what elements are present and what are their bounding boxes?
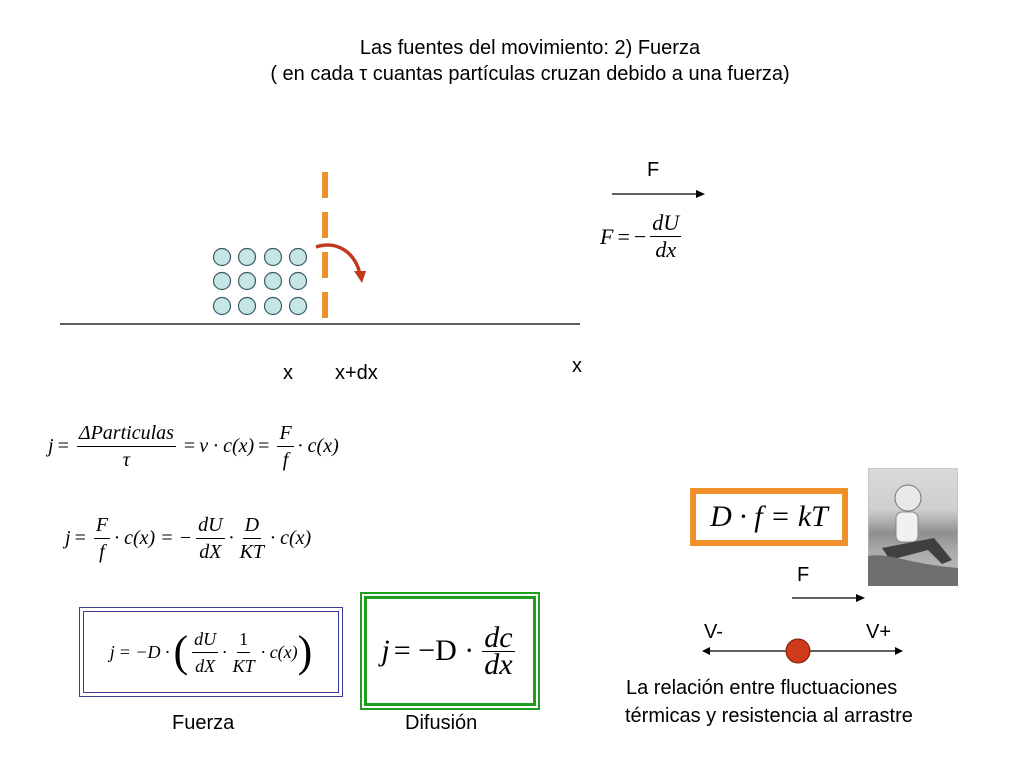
velocity-arrow-left — [702, 647, 710, 655]
particle — [237, 247, 257, 267]
slide-title-line1: Las fuentes del movimiento: 2) Fuerza — [359, 37, 701, 59]
relation-caption-line1: La relación entre fluctuaciones — [626, 677, 898, 699]
force-arrow-right — [792, 594, 865, 602]
crossing-arrow-head — [354, 271, 366, 283]
label-x-axis: x — [572, 355, 582, 377]
particle — [263, 296, 283, 316]
particle-barrier-diagram — [60, 172, 580, 332]
particle-grid — [212, 247, 308, 316]
einstein-relation: D · f = kT — [710, 500, 828, 533]
crossing-arrow — [315, 243, 362, 275]
einstein-relation-box: D · f = kT — [690, 488, 848, 546]
force-label-right: F — [797, 564, 810, 586]
label-v-minus: V- — [704, 621, 723, 643]
particle — [237, 296, 257, 316]
velocity-diagram — [702, 638, 903, 664]
photo-figure — [867, 467, 959, 587]
particle — [288, 271, 308, 291]
force-arrow-top — [612, 190, 705, 198]
label-x-plus-dx: x+dx — [335, 362, 378, 384]
label-fuerza: Fuerza — [172, 712, 235, 734]
particle — [288, 247, 308, 267]
particle — [263, 271, 283, 291]
particle — [237, 271, 257, 291]
brownian-particle — [785, 638, 811, 664]
label-v-plus: V+ — [866, 621, 892, 643]
particle — [288, 296, 308, 316]
force-label-top: F — [647, 159, 660, 181]
particle — [263, 247, 283, 267]
label-difusion: Difusión — [405, 712, 478, 734]
particle — [212, 247, 232, 267]
relation-caption-line2: térmicas y resistencia al arrastre — [625, 705, 913, 727]
particle — [212, 271, 232, 291]
particle — [212, 296, 232, 316]
velocity-arrow-right — [895, 647, 903, 655]
einstein-photo — [867, 467, 959, 587]
slide-title-line2: ( en cada τ cuantas partículas cruzan de… — [270, 63, 790, 85]
label-x: x — [283, 362, 293, 384]
